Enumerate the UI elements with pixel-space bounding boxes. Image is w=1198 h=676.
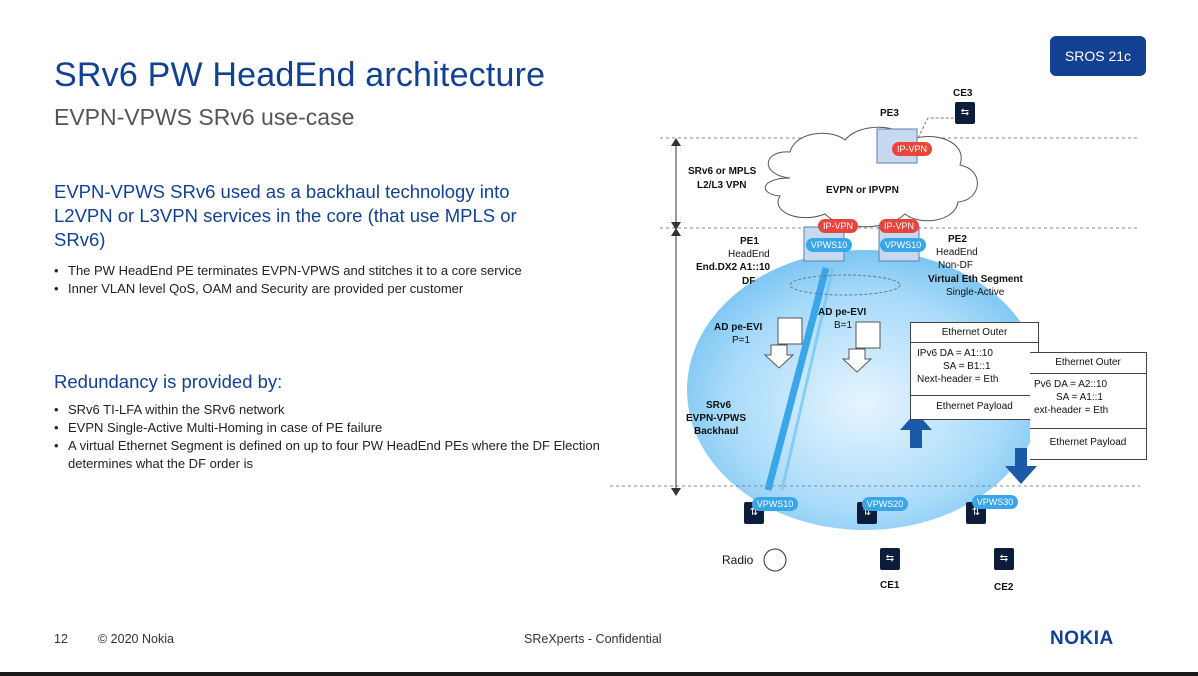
page-subtitle: EVPN-VPWS SRv6 use-case	[54, 104, 355, 130]
vpws-tag: VPWS20	[862, 497, 908, 511]
bullet-item: SRv6 TI-LFA within the SRv6 network	[54, 401, 614, 419]
radio-tower-icon	[763, 548, 787, 572]
up-arrow-icon	[900, 412, 932, 448]
page-number: 12	[54, 632, 68, 646]
core-cloud	[764, 126, 978, 228]
packet-field: SA = A1::1	[1056, 392, 1103, 403]
ce3-switch-icon: ⇆	[955, 102, 975, 124]
ad-route-arrow-icon	[841, 348, 873, 373]
pw-tunnel-active	[764, 267, 830, 491]
radio-label: Radio	[722, 553, 754, 567]
backhaul-label: EVPN-VPWS	[686, 413, 747, 424]
ad-route-value: P=1	[732, 335, 751, 346]
vpws-tag: VPWS30	[972, 495, 1018, 509]
packet-field: Next-header = Eth	[917, 374, 999, 385]
ipvpn-tag: IP-VPN	[818, 219, 858, 233]
packet-payload: Ethernet Payload	[936, 401, 1013, 412]
copyright: © 2020 Nokia	[98, 632, 174, 646]
ad-route-title: AD pe-EVI	[818, 307, 867, 318]
ad-route-title: AD pe-EVI	[714, 322, 763, 333]
bullet-item: A virtual Ethernet Segment is defined on…	[54, 437, 614, 473]
packet-outer-header: Ethernet Outer	[911, 323, 1038, 343]
packet-field: IPv6 DA = A1::10	[917, 348, 993, 359]
section2-bullets: SRv6 TI-LFA within the SRv6 network EVPN…	[54, 401, 614, 473]
vpws-tag: VPWS10	[806, 238, 852, 252]
page-title: SRv6 PW HeadEnd architecture	[54, 56, 546, 94]
ce1-switch-icon: ⇆	[880, 548, 900, 570]
vpws-tag: VPWS10	[880, 238, 926, 252]
section1-bullets: The PW HeadEnd PE terminates EVPN-VPWS a…	[54, 262, 614, 298]
ce2-switch-icon: ⇆	[994, 548, 1014, 570]
backhaul-label: SRv6	[706, 400, 732, 411]
vpws-tag: VPWS10	[752, 497, 798, 511]
packet-format-egress: Ethernet Outer Pv6 DA = A2::10 SA = A1::…	[1030, 352, 1147, 460]
packet-field: SA = B1::1	[943, 361, 991, 372]
packet-outer-header: Ethernet Outer	[1030, 353, 1146, 374]
confidential-label: SReXperts - Confidential	[524, 632, 662, 646]
pe3-label: PE3	[880, 108, 899, 119]
pe1-end-sid: End.DX2 A1::10	[696, 262, 771, 273]
ce3-label: CE3	[953, 88, 973, 99]
bullet-item: EVPN Single-Active Multi-Homing in case …	[54, 419, 614, 437]
packet-payload: Ethernet Payload	[1049, 437, 1127, 448]
pw-tunnel-backup	[780, 267, 835, 491]
pe2-df: Non-DF	[938, 260, 974, 271]
pe1-role: HeadEnd	[728, 249, 770, 260]
section2-heading: Redundancy is provided by:	[54, 371, 283, 392]
nokia-logo: NOKIA	[1050, 628, 1114, 649]
ad-route-value: B=1	[834, 320, 853, 331]
virtual-es-ring	[789, 274, 901, 296]
bullet-item: The PW HeadEnd PE terminates EVPN-VPWS a…	[54, 262, 614, 280]
ad-route-arrow-icon	[763, 344, 795, 369]
backhaul-label: Backhaul	[694, 426, 739, 437]
pe1-label: PE1	[740, 236, 759, 247]
ad-route-doc-icon	[855, 321, 881, 349]
ipvpn-tag: IP-VPN	[879, 219, 919, 233]
version-badge: SROS 21c	[1050, 36, 1146, 76]
pe2-mode: Single-Active	[946, 287, 1005, 298]
pe2-role: HeadEnd	[936, 247, 978, 258]
packet-ipv6-header: Pv6 DA = A2::10 SA = A1::1 ext-header = …	[1030, 374, 1146, 429]
pe1-df: DF	[742, 276, 756, 287]
cloud-label: EVPN or IPVPN	[826, 185, 899, 196]
packet-field: ext-header = Eth	[1034, 405, 1109, 416]
ce2-label: CE2	[994, 582, 1014, 593]
section1-heading: EVPN-VPWS SRv6 used as a backhaul techno…	[54, 181, 517, 250]
core-label-2: L2/L3 VPN	[697, 180, 747, 191]
ad-route-doc-icon	[777, 317, 803, 345]
down-arrow-icon	[1005, 448, 1037, 484]
packet-ipv6-header: IPv6 DA = A1::10 SA = B1::1 Next-header …	[911, 343, 1038, 396]
core-label-1: SRv6 or MPLS	[688, 166, 757, 177]
packet-format-ingress: Ethernet Outer IPv6 DA = A1::10 SA = B1:…	[910, 322, 1039, 420]
pe2-label: PE2	[948, 234, 967, 245]
packet-field: Pv6 DA = A2::10	[1034, 379, 1108, 390]
pe2-es: Virtual Eth Segment	[928, 274, 1023, 285]
bullet-item: Inner VLAN level QoS, OAM and Security a…	[54, 280, 614, 298]
ipvpn-tag: IP-VPN	[892, 142, 932, 156]
ce1-label: CE1	[880, 580, 900, 591]
pe3-ce3-link	[917, 117, 955, 139]
